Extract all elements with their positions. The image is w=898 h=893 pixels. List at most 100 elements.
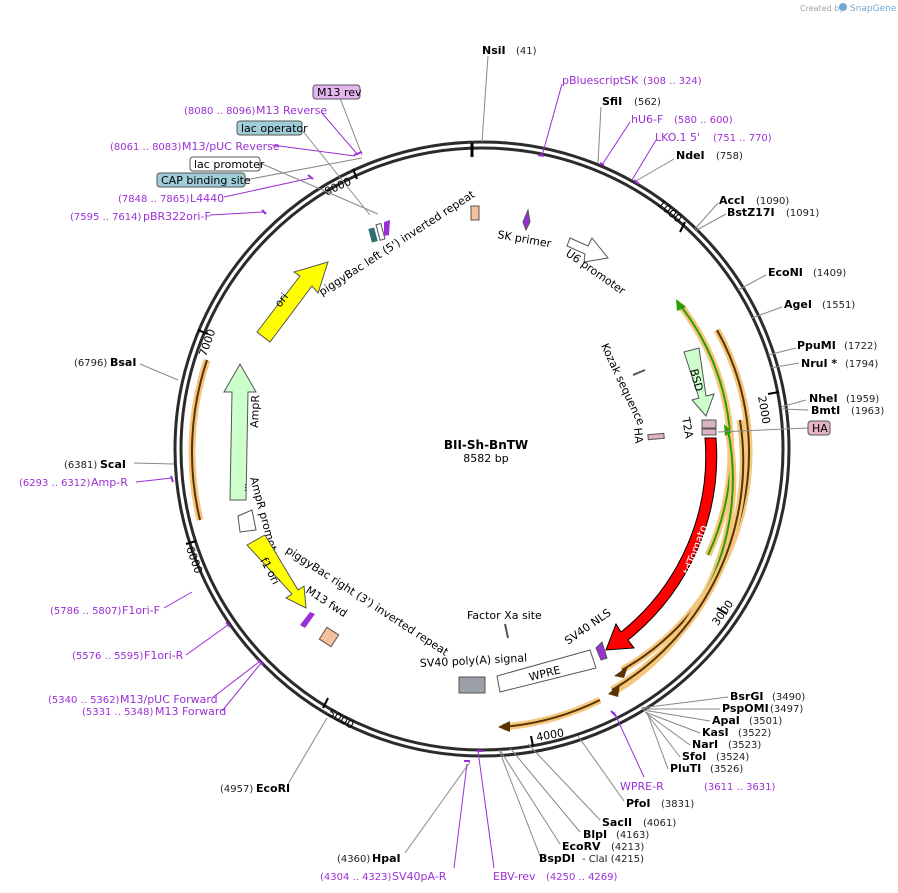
lac-promoter-box-text: lac promoter <box>194 158 265 171</box>
arc-dark-left <box>190 359 208 521</box>
plasmid-length: 8582 bp <box>463 452 508 465</box>
tick-label-2000: 2000 <box>755 395 773 425</box>
primer-ticks <box>170 151 640 762</box>
feature-tdtomato: tdTomato <box>605 437 718 651</box>
site-apai-pos: (3501) <box>749 716 782 727</box>
primer-ebvrev-pos: (4250 .. 4269) <box>546 872 618 883</box>
leader-sfii <box>597 106 602 164</box>
site-pluti-name: PluTI <box>670 762 701 775</box>
site-hpai-pos: (4360) <box>337 854 370 865</box>
ha-inner-block <box>647 432 665 441</box>
f1-ori-arrow <box>246 534 307 609</box>
ampr-label: AmpR <box>248 394 262 428</box>
tick-1000 <box>679 221 686 233</box>
leader-ppumi <box>767 347 797 356</box>
enzyme-sites: NsiI (41) SfiI (562) NdeI (758) AccI (10… <box>64 44 884 865</box>
leader-sv40par <box>453 763 468 869</box>
site-nari-pos: (3523) <box>728 740 761 751</box>
leader-lko1 <box>631 139 657 181</box>
site-ndei-name: NdeI <box>676 149 705 162</box>
leader-nrui <box>769 362 800 369</box>
site-scai-pos: (6381) <box>64 460 97 471</box>
tick-5000 <box>322 697 329 709</box>
sv40-nls-mark <box>595 641 608 661</box>
site-nrui-pos: (1794) <box>845 359 878 370</box>
leaders-bsrgi-cluster <box>640 696 729 770</box>
lac-operator-box-text: lac operator <box>241 122 308 135</box>
primer-sites: pBluescriptSK (308 .. 324) hU6-F (580 ..… <box>19 74 776 883</box>
primer-m13forward-pos: (5331 .. 5348) <box>82 707 154 718</box>
piggybac-right-block <box>318 626 340 648</box>
site-ecorv-name: EcoRV <box>562 840 601 853</box>
leader-econi <box>737 274 767 291</box>
primer-m13pucforward-pos: (5340 .. 5362) <box>48 695 120 706</box>
primer-ampr-pos: (6293 .. 6312) <box>19 478 91 489</box>
site-ppumi-name: PpuMI <box>797 339 836 352</box>
snapgene-credit: Created by SnapGene <box>800 3 897 14</box>
leader-m13forward <box>221 661 263 712</box>
leader-pbluescriptsk <box>541 83 563 157</box>
leader-bsai <box>139 363 179 381</box>
leader-blpi <box>509 747 581 833</box>
plasmid-name: BII-Sh-BnTW <box>444 438 528 452</box>
site-nari-name: NarI <box>692 738 718 751</box>
kozak-mark <box>632 369 646 376</box>
leader-lac-operator <box>301 129 371 216</box>
site-bstz17i-name: BstZ17I <box>727 206 775 219</box>
bsd-label: BSD <box>687 367 705 392</box>
leader-wprer <box>613 711 645 778</box>
feature-bsd: BSD <box>683 347 715 417</box>
m13-rev-box-text: M13 rev <box>317 86 362 99</box>
bsd-arrow <box>683 347 715 417</box>
tick-7000 <box>197 329 209 335</box>
leader-ha <box>717 427 809 433</box>
site-sacii-name: SacII <box>602 816 632 829</box>
primer-f1orir-name: F1ori-R <box>144 649 184 662</box>
leader-scai <box>133 462 175 465</box>
tick-label-7000: 7000 <box>197 327 219 358</box>
leader-sacii <box>527 743 601 821</box>
tick-8000 <box>352 168 358 180</box>
leader-agei <box>751 306 783 319</box>
site-bstz17i-pos: (1091) <box>786 208 819 219</box>
site-nrui-name: NruI * <box>801 357 837 370</box>
site-acci-name: AccI <box>719 194 745 207</box>
site-ecorv-pos: (4213) <box>611 842 644 853</box>
primer-sv40par-pos: (4304 .. 4323) <box>320 872 392 883</box>
leader-cap-site <box>244 157 363 181</box>
site-nhei-name: NheI <box>809 392 838 405</box>
leader-ampr <box>135 477 173 483</box>
factor-xa-mark <box>504 623 509 639</box>
site-pspomi-pos: (3497) <box>770 704 803 715</box>
leader-lac-promoter <box>259 162 379 215</box>
arc-green-arrow <box>676 299 686 311</box>
m13-rev-box <box>312 84 361 100</box>
sv40-nls-label: SV40 NLS <box>562 606 613 647</box>
site-pluti-pos: (3526) <box>710 764 743 775</box>
site-bsrgi-name: BsrGI <box>730 690 763 703</box>
leader-nhei <box>780 399 807 408</box>
site-bspdi-pos: - ClaI (4215) <box>582 854 644 865</box>
site-pspomi-name: PspOMI <box>722 702 769 715</box>
m13-fwd-mark <box>300 612 315 628</box>
leader-acci <box>693 202 719 231</box>
leader-bmti <box>780 408 809 411</box>
primer-m13pucreverse-name: M13/pUC Reverse <box>182 140 280 153</box>
leader-f1orif <box>163 591 193 609</box>
tick-label-4000: 4000 <box>535 726 565 744</box>
leader-ebvrev <box>477 750 495 869</box>
arc-arrow-bottom <box>498 721 510 732</box>
primer-l4440-name: L4440 <box>190 192 224 205</box>
primer-m13pucreverse-pos: (8061 .. 8083) <box>110 142 182 153</box>
tick-label-3000: 3000 <box>709 598 736 628</box>
leader-ndei <box>635 158 675 182</box>
leader-bspdi <box>498 749 541 857</box>
t2a-block <box>701 419 717 429</box>
sk-primer-mark <box>522 208 531 232</box>
site-nsii-name: NsiI <box>482 44 506 57</box>
primer-hu6f-pos: (580 .. 600) <box>674 115 733 126</box>
primer-pbluescriptsk-pos: (308 .. 324) <box>643 76 702 87</box>
leader-nsii <box>481 55 489 143</box>
site-ecori-pos: (4957) <box>220 784 253 795</box>
tick-3000 <box>716 607 728 615</box>
